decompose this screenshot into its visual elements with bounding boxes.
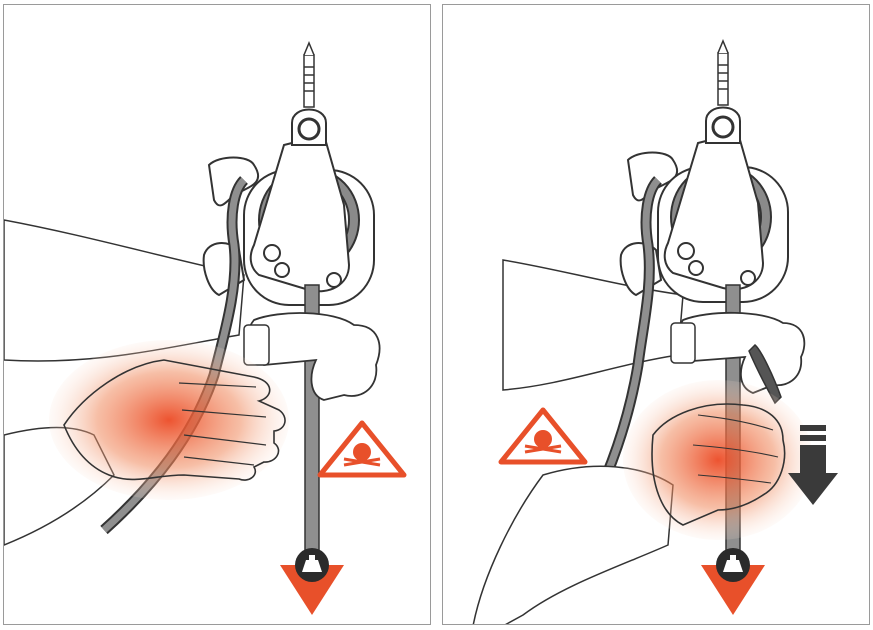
- gripping-hand-danger: [623, 380, 813, 540]
- left-hand-danger: [49, 340, 289, 500]
- load-arrow: [701, 548, 765, 615]
- load-arrow: [280, 548, 344, 615]
- panel-left: [3, 4, 431, 625]
- panel-right: [442, 4, 870, 625]
- panel-left-drawing: [4, 5, 431, 625]
- descender-device: [204, 43, 374, 305]
- skull-crossbones-warning-icon: [501, 410, 585, 462]
- upper-arm-sleeve: [4, 220, 244, 361]
- panel-right-drawing: [443, 5, 870, 625]
- skull-crossbones-warning-icon: [320, 423, 404, 475]
